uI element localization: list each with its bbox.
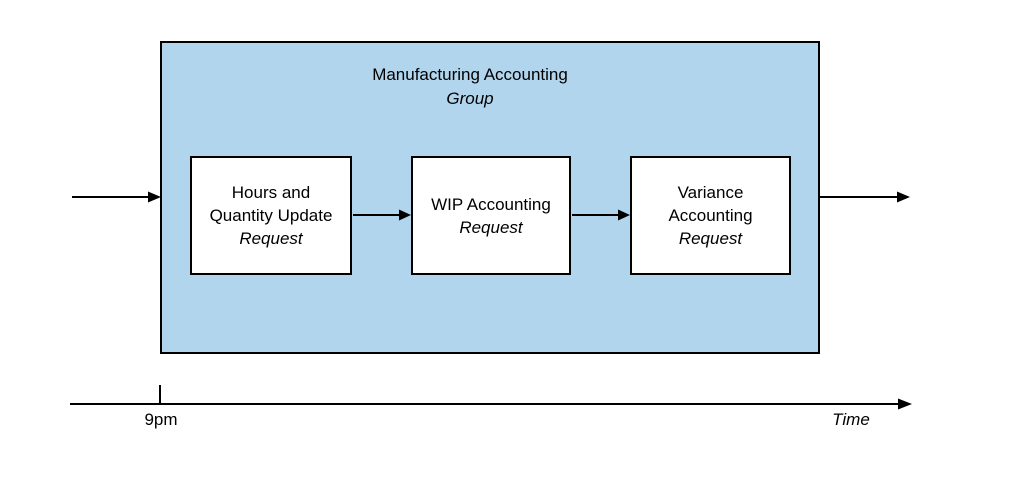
time-axis-arrowhead bbox=[898, 398, 912, 410]
step-label-line: Accounting bbox=[668, 206, 753, 225]
step-label-line: Quantity Update bbox=[209, 206, 333, 225]
group-title-block: Manufacturing Accounting Group bbox=[320, 63, 620, 111]
step-box-wip-accounting: WIP Accounting Request bbox=[411, 156, 571, 275]
step-box-hours-quantity-update: Hours and Quantity Update Request bbox=[190, 156, 352, 275]
step-label-request: Request bbox=[459, 217, 523, 237]
time-axis-label: Time bbox=[832, 410, 870, 429]
step-label-request: Request bbox=[239, 229, 303, 248]
group-title: Manufacturing Accounting bbox=[372, 65, 568, 84]
step-box-variance-accounting: Variance Accounting Request bbox=[630, 156, 791, 275]
step-label-request: Request bbox=[678, 229, 743, 248]
step-label-line: Hours and bbox=[231, 183, 311, 202]
group-subtitle: Group bbox=[446, 89, 494, 108]
time-axis-tick-label: 9pm bbox=[144, 410, 178, 429]
step-label-line: WIP Accounting bbox=[431, 194, 551, 214]
step-label-line: Variance bbox=[677, 183, 744, 202]
flow-out-arrowhead bbox=[897, 191, 910, 203]
